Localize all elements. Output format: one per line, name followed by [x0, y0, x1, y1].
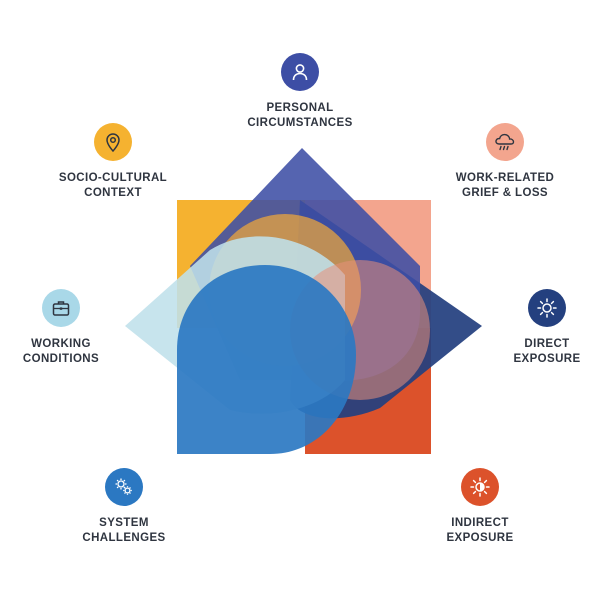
half-sun-icon	[461, 468, 499, 506]
sun-icon	[528, 289, 566, 327]
storm-cloud-icon	[486, 123, 524, 161]
person-icon	[281, 53, 319, 91]
briefcase-icon	[42, 289, 80, 327]
system-challenges-teardrop	[177, 265, 356, 454]
gears-icon	[105, 468, 143, 506]
location-pin-icon	[94, 123, 132, 161]
